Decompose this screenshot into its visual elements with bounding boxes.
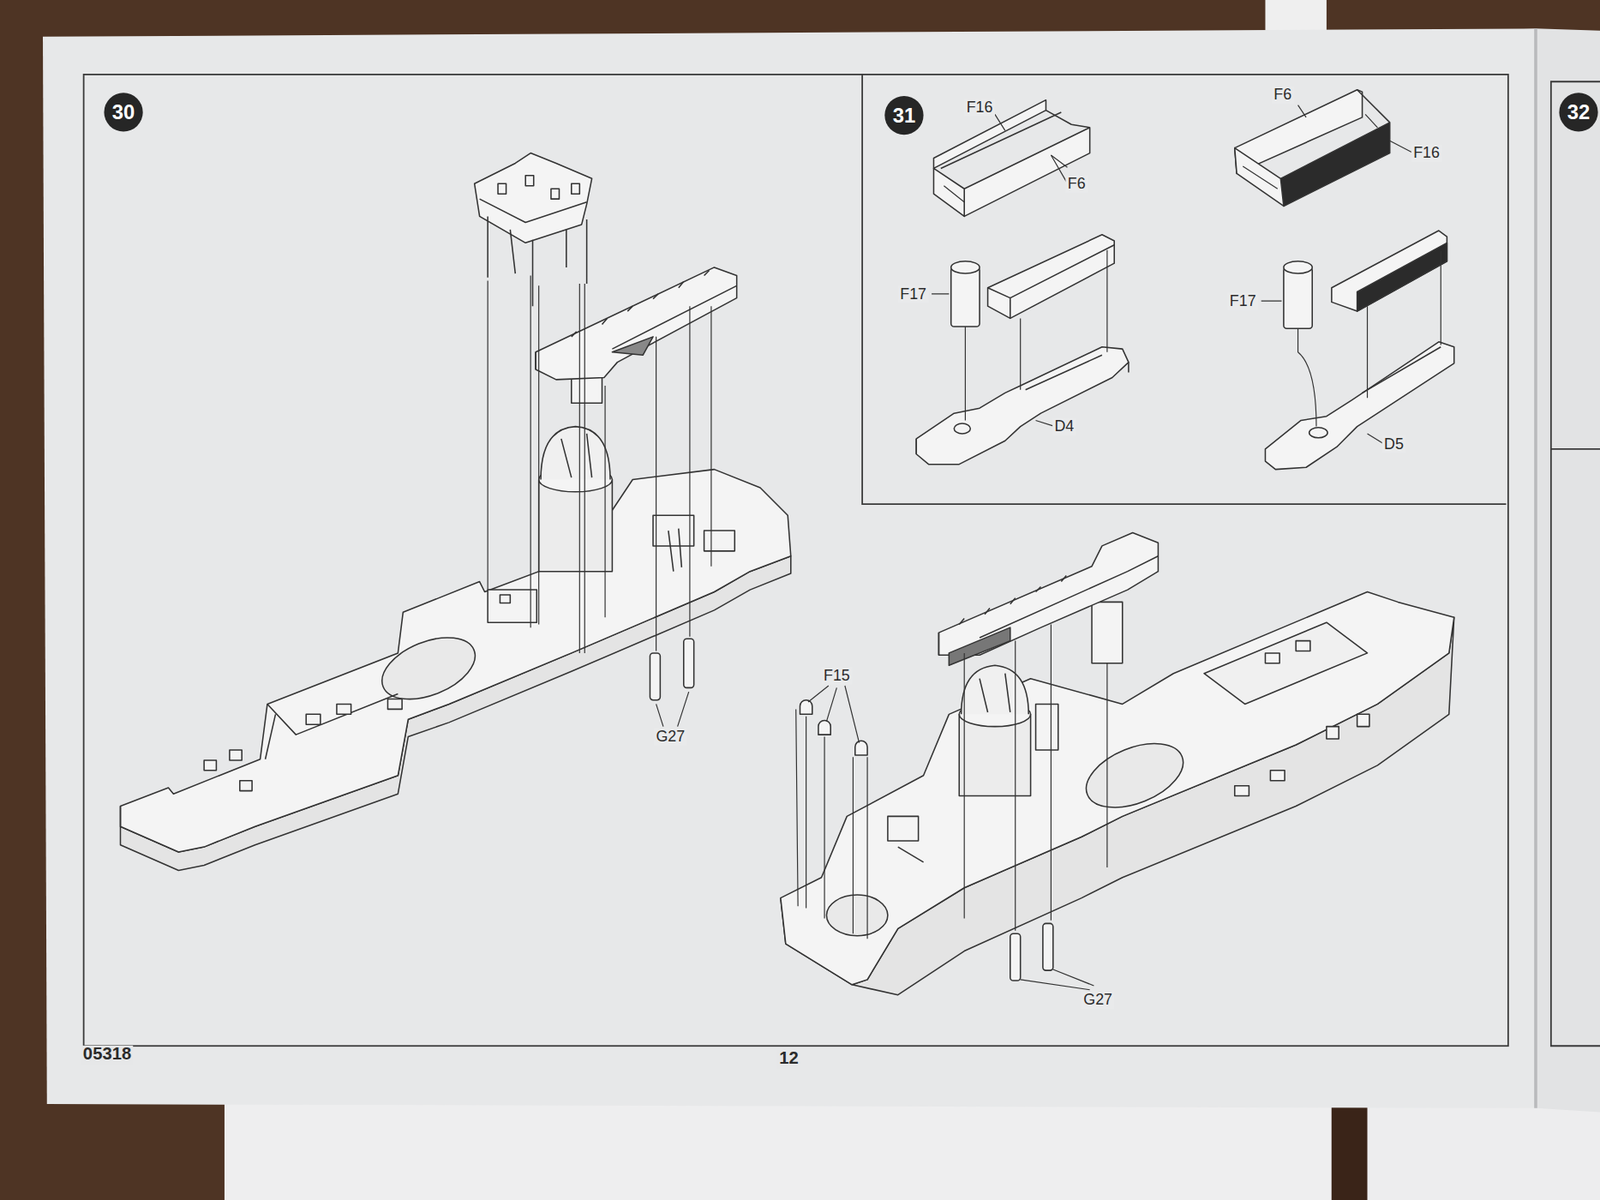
part-label: D5 <box>1382 435 1407 453</box>
leader-lines <box>931 105 1441 444</box>
manual-page <box>42 28 1536 1109</box>
step-30-drawing <box>120 153 792 871</box>
step-number-text: 32 <box>1567 100 1590 124</box>
page-footer: 05318 <box>80 1045 133 1065</box>
panel-frames <box>83 74 1600 1046</box>
gap <box>1331 1102 1368 1200</box>
paper-below <box>224 1102 1332 1200</box>
step-number-text: 31 <box>892 103 916 127</box>
step-31-drawing <box>780 532 1455 995</box>
page-fold <box>1534 28 1538 1109</box>
part-label: F6 <box>1065 174 1088 192</box>
step-number: 31 <box>884 95 923 135</box>
part-label: G27 <box>653 728 688 746</box>
part-label: D4 <box>1052 418 1077 436</box>
next-page <box>1535 28 1600 1112</box>
step-number-text: 30 <box>112 100 135 124</box>
paper-edge <box>1264 0 1326 31</box>
page-footer: 12 <box>777 1049 801 1069</box>
part-label: F6 <box>1271 86 1295 104</box>
part-label: F16 <box>1411 144 1443 162</box>
part-label: F17 <box>898 285 929 303</box>
part-label: F17 <box>1227 292 1259 310</box>
step-number: 30 <box>103 92 143 132</box>
paper-below <box>1367 1102 1600 1200</box>
part-label: G27 <box>1081 991 1115 1009</box>
part-label: F15 <box>821 666 853 684</box>
part-label: F16 <box>964 98 995 116</box>
step-31-subassembly <box>916 89 1454 470</box>
leader-lines <box>487 275 712 726</box>
step-number: 32 <box>1558 92 1598 132</box>
